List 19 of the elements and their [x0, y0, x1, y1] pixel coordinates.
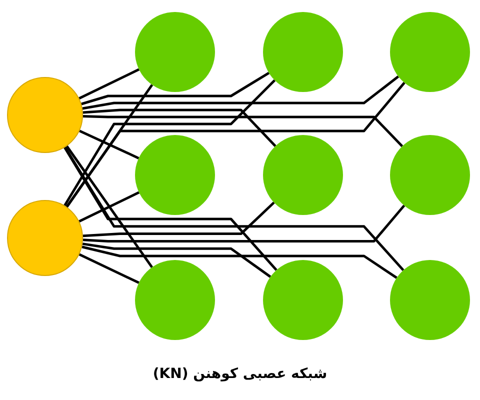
caption: شبکه عصبی کوهنن (KN)	[152, 366, 328, 382]
connection-line	[78, 130, 140, 160]
connection-line	[82, 202, 275, 238]
connection-line	[66, 145, 154, 268]
map-neuron	[135, 135, 215, 215]
connection-line	[78, 191, 140, 223]
connection-line	[64, 146, 404, 272]
connection-line	[82, 204, 406, 242]
connection-line	[78, 68, 140, 100]
connection-line	[64, 79, 276, 206]
connection-line	[64, 146, 278, 271]
connection-line	[81, 72, 270, 106]
connection-line	[82, 108, 276, 147]
connection-line	[78, 253, 140, 284]
connection-line	[82, 114, 404, 148]
connection-line	[66, 82, 406, 208]
connection-line	[82, 76, 400, 110]
connection-line	[82, 246, 398, 279]
connection-line	[82, 242, 272, 278]
